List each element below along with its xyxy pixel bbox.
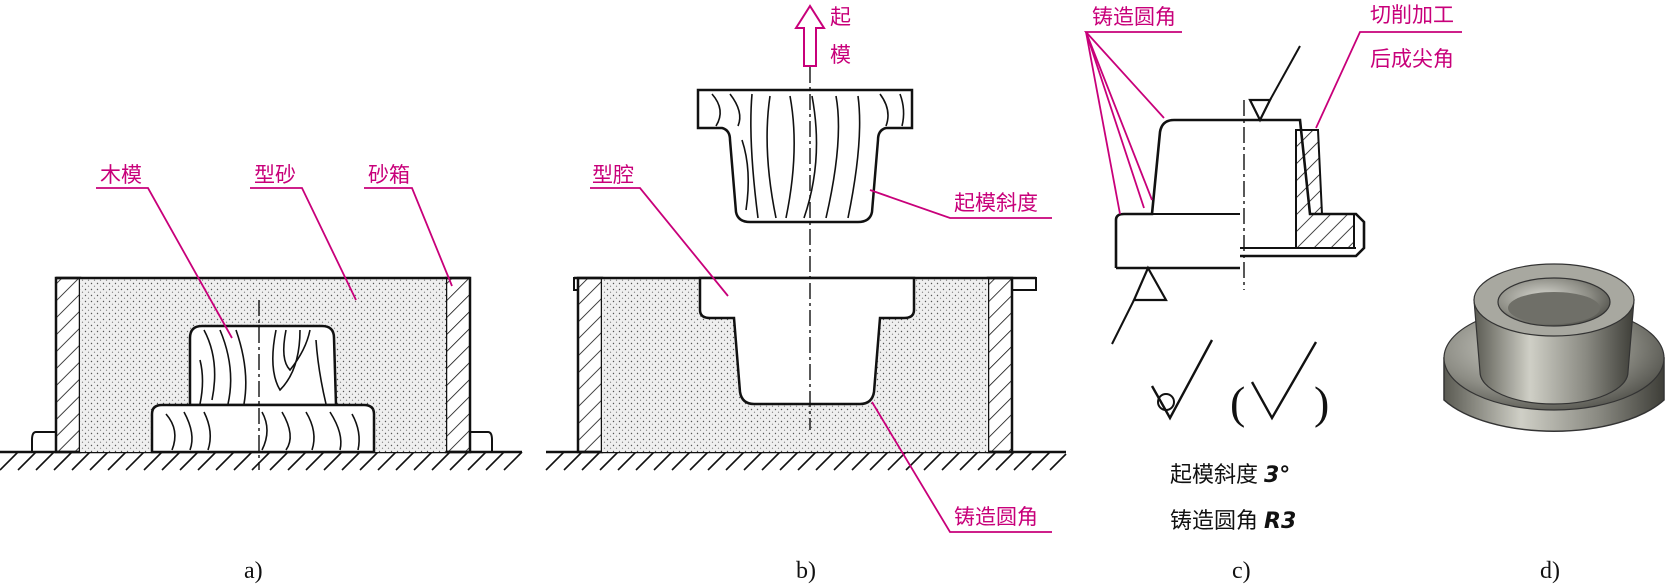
wood-grain-a: [165, 329, 360, 451]
caption-c: c): [1232, 558, 1251, 584]
panel-a: 木模 型砂 砂箱 a): [0, 163, 523, 584]
unmachined-surface-icon: [1150, 339, 1214, 421]
flask-wall-right-b: [986, 276, 1014, 454]
label-flask: 砂箱: [368, 163, 410, 187]
panel-b: 起 模 型腔 起模斜度 铸造圆角 b): [545, 4, 1067, 584]
caption-d: d): [1540, 558, 1560, 584]
lift-arrow-icon: [794, 4, 826, 67]
ground-hatch-a: [0, 451, 523, 471]
label-lift-1: 起: [830, 5, 851, 29]
lifted-pattern: [696, 88, 914, 224]
note-draft-value: 3°: [1264, 463, 1290, 488]
flask-wall-right: [444, 276, 472, 454]
label-fillet-c: 铸造圆角: [1092, 5, 1176, 29]
flask-wall-left: [54, 276, 82, 454]
ground-hatch-b: [545, 451, 1067, 471]
caption-a: a): [244, 558, 263, 584]
label-lift-2: 模: [830, 43, 851, 67]
paren-open: (: [1230, 377, 1245, 428]
wooden-pattern-top: [188, 324, 338, 407]
note-fillet-text: 铸造圆角: [1170, 509, 1258, 534]
casting-bore-inner: [1508, 292, 1600, 324]
leaders-b: [590, 187, 1052, 533]
note-fillet-value: R3: [1264, 509, 1296, 534]
caption-b: b): [796, 558, 816, 584]
flask-feet: [31, 431, 493, 452]
note-draft-text: 起模斜度: [1170, 463, 1258, 488]
panel-d: d): [1443, 263, 1665, 584]
roughness-triangle-top: [1248, 98, 1272, 123]
roughness-triangle-bottom: [1132, 265, 1168, 302]
wood-grain-b: [711, 93, 905, 219]
wooden-pattern-base: [150, 403, 376, 454]
leaders-a: [96, 187, 453, 339]
paren-close: ): [1314, 377, 1329, 428]
label-wooden-pattern: 木模: [100, 163, 142, 187]
flask-wall-left-b: [576, 276, 604, 454]
label-cavity: 型腔: [592, 163, 634, 187]
leaders-c: [1083, 31, 1462, 215]
panel-c: 铸造圆角 切削加工 后成尖角 ( ) 起模斜度 3° 铸造圆角 R3 c): [1083, 3, 1462, 584]
machined-surface-icon: [1250, 341, 1318, 421]
label-fillet-b: 铸造圆角: [954, 505, 1038, 529]
label-draft-b: 起模斜度: [954, 191, 1038, 215]
label-molding-sand: 型砂: [254, 163, 296, 187]
label-sharp-2: 后成尖角: [1370, 47, 1454, 71]
mold-cavity: [698, 276, 916, 406]
label-sharp-1: 切削加工: [1370, 3, 1454, 27]
section-hatch-c: [1295, 129, 1355, 249]
surface-symbol-note: ( ): [1150, 339, 1329, 428]
